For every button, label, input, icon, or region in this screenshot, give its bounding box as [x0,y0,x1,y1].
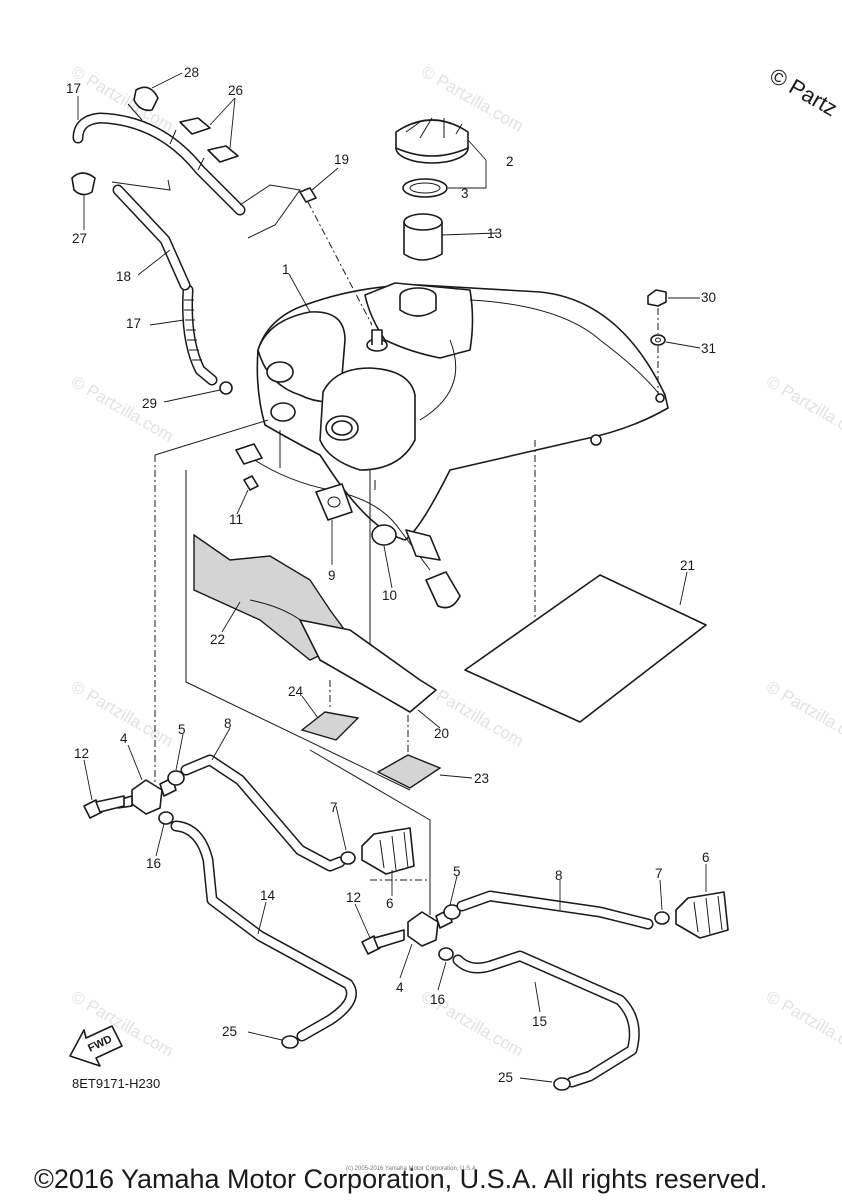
callout-4: 4 [120,731,128,746]
fitting-19 [299,187,317,203]
clamp-27 [71,172,96,196]
hose-8-left [180,754,346,872]
callout-numbers: 1 2 3 4 4 5 5 6 6 7 7 8 8 9 10 11 12 12 … [66,65,716,1085]
gauge-plate-9 [315,483,353,521]
clamp-7-left [340,851,356,865]
callout-28: 28 [184,65,199,80]
callout-6: 6 [386,896,394,911]
assembly-frame-lines [154,419,411,791]
callout-10: 10 [382,588,397,603]
callout-31: 31 [701,341,716,356]
callout-9: 9 [328,568,336,583]
copyright-notice: ©2016 Yamaha Motor Corporation, U.S.A. A… [34,1164,767,1194]
centerlines [154,440,536,785]
callout-23: 23 [474,771,489,786]
callout-7: 7 [330,800,338,815]
watermark: © Partzilla.com [763,677,842,751]
pad-21 [464,574,707,723]
diagram-code: 8ET9171-H230 [72,1076,160,1091]
watermark: © Partzilla.com [763,372,842,446]
callout-4: 4 [396,980,404,995]
pad-24 [300,711,360,741]
clamp-16-right [438,947,454,961]
callout-22: 22 [210,632,225,647]
fuel-cock-4-left [117,777,177,815]
callout-5: 5 [178,722,186,737]
pad-20 [299,619,437,713]
callout-25: 25 [498,1070,513,1085]
callout-6: 6 [702,850,710,865]
clamp-29 [219,381,233,395]
corner-watermark: © Partz [766,63,842,121]
callout-8: 8 [555,868,563,883]
callout-7: 7 [655,866,663,881]
callout-26: 26 [228,83,243,98]
centerline-right [370,879,431,915]
bolt-12-right [361,929,405,955]
callout-17: 17 [126,316,141,331]
callout-21: 21 [680,558,695,573]
callout-20: 20 [434,726,449,741]
hose-holders-26 [169,117,239,171]
callout-16: 16 [430,992,445,1007]
callout-27: 27 [72,231,87,246]
callout-18: 18 [116,269,131,284]
callout-25: 25 [222,1024,237,1039]
hose-8-right [456,890,654,930]
callout-3: 3 [461,186,469,201]
fuel-strainer [403,213,443,261]
bolt-30 [647,289,667,307]
pad-23 [376,754,442,789]
fwd-arrow: FWD [69,1025,123,1067]
callout-17: 17 [66,81,81,96]
callout-12: 12 [346,890,361,905]
callout-19: 19 [334,152,349,167]
centerline-19 [307,201,373,326]
connector-5-right [443,904,461,920]
callout-15: 15 [532,1014,547,1029]
callout-1: 1 [282,262,290,277]
fuel-cap [395,117,469,164]
watermark: © Partzilla.com [68,372,177,446]
clamp-7-right [654,911,670,925]
callout-12: 12 [74,746,89,761]
callout-2: 2 [506,154,514,169]
washer-31 [650,334,666,346]
hose-14 [170,820,357,1042]
callout-30: 30 [701,290,716,305]
callout-5: 5 [453,864,461,879]
small-copyright: (c) 2005-2016 Yamaha Motor Corporation, … [346,1166,478,1172]
breather-hose-17 [72,112,246,386]
bolt-12-left [83,795,125,819]
bolt-11 [243,475,259,491]
fuel-filter-6-right [675,891,729,939]
callout-29: 29 [142,396,157,411]
callout-16: 16 [146,856,161,871]
callout-13: 13 [487,226,502,241]
callout-8: 8 [224,716,232,731]
fuel-filter-6-left [361,827,415,875]
leader-lines [77,72,707,1083]
hose-15 [452,950,640,1088]
clamp-28 [127,86,159,121]
clamp-25-left [281,1035,299,1049]
callout-11: 11 [229,512,243,527]
callout-24: 24 [288,684,304,699]
connector-5-left [167,770,185,786]
gasket [402,178,448,198]
clamp-25-right [553,1077,571,1091]
watermark: © Partzilla.com [763,987,842,1061]
callout-14: 14 [260,888,276,903]
clamp-16-left [158,811,174,825]
hose-break-line [239,184,301,239]
fuel-tank [256,282,669,541]
breather-hose-18 [111,179,191,291]
frame-line-right [309,749,431,915]
